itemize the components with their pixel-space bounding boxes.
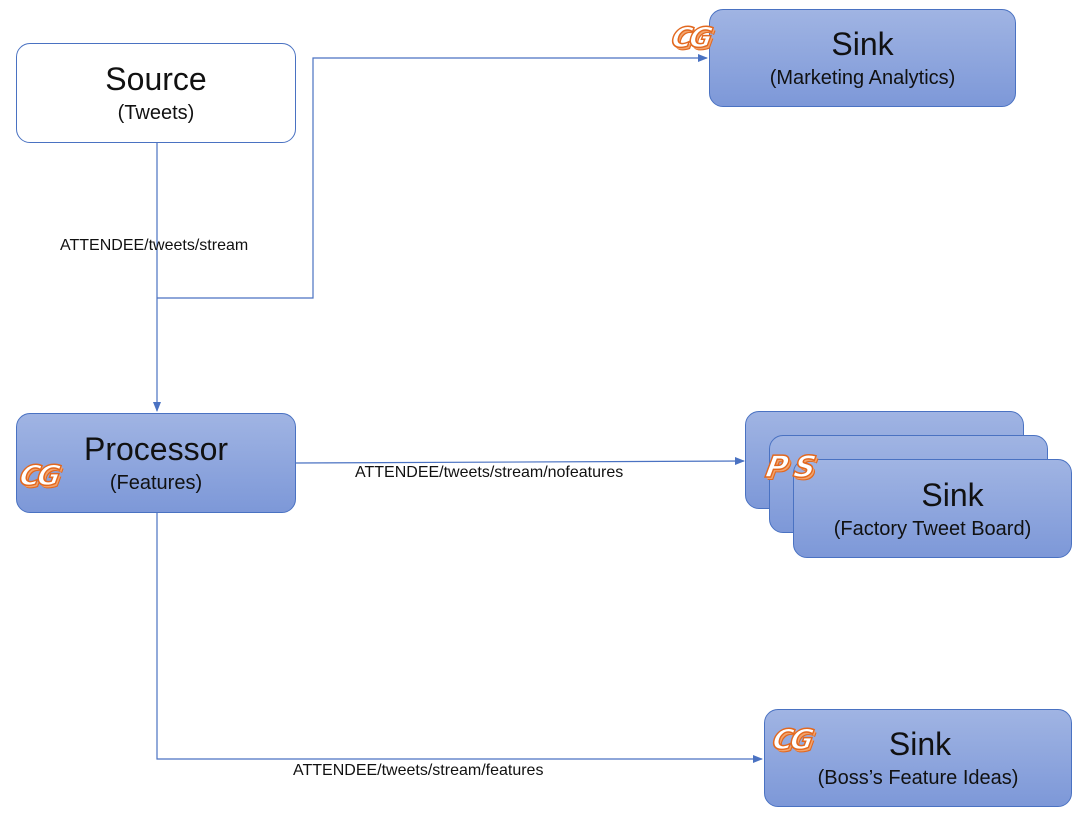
sink-marketing-title: Sink xyxy=(831,26,894,62)
ps-logo-icon: PS xyxy=(762,449,825,486)
cg-logo-icon: CG xyxy=(769,722,814,757)
cg-logo-icon: CG xyxy=(668,20,713,55)
cg-logo-icon: CG xyxy=(16,458,61,493)
sink-boss-title: Sink xyxy=(888,726,952,762)
sink-marketing-subtitle: (Marketing Analytics) xyxy=(769,67,956,89)
edge-label-nofeatures: ATTENDEE/tweets/stream/nofeatures xyxy=(355,464,624,481)
edge-processor-to-boss-sink xyxy=(156,513,763,763)
edge-label-features: ATTENDEE/tweets/stream/features xyxy=(293,762,544,779)
processor-node: Processor (Features) xyxy=(16,413,296,513)
sink-factory-node: Sink (Factory Tweet Board) xyxy=(793,459,1072,558)
sink-boss-node: Sink (Boss’s Feature Ideas) xyxy=(764,709,1072,807)
source-title: Source xyxy=(105,61,207,97)
sink-factory-title: Sink xyxy=(921,476,984,513)
sink-factory-subtitle: (Factory Tweet Board) xyxy=(833,517,1032,540)
edge-source-to-marketing-sink xyxy=(157,54,708,299)
sink-boss-subtitle: (Boss’s Feature Ideas) xyxy=(817,767,1019,789)
processor-subtitle: (Features) xyxy=(109,472,203,494)
edge-processor-to-factory-sink xyxy=(295,457,745,466)
source-subtitle: (Tweets) xyxy=(117,102,195,124)
edge-label-tweets-stream: ATTENDEE/tweets/stream xyxy=(60,237,249,254)
source-node: Source (Tweets) xyxy=(16,43,296,143)
sink-marketing-node: Sink (Marketing Analytics) xyxy=(709,9,1016,107)
processor-title: Processor xyxy=(83,431,229,467)
